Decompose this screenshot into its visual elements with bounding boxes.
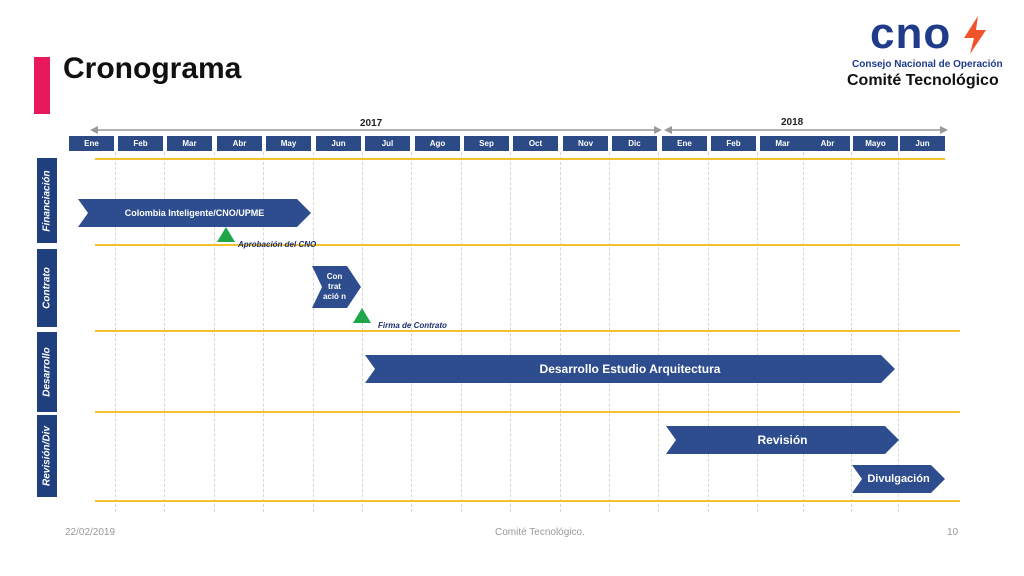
row-separator (95, 158, 945, 160)
year-label-2018: 2018 (781, 117, 804, 128)
month-header: Abr (805, 136, 850, 151)
month-header: May (266, 136, 311, 151)
grid-column-line (214, 152, 215, 512)
row-separator (95, 244, 960, 246)
footer-center: Comité Tecnológico. (495, 527, 585, 538)
grid-column-line (609, 152, 610, 512)
task-bar-revision[interactable]: Revisión (666, 426, 899, 454)
milestone-label-aprobacion: Aprobación del CNO (238, 240, 317, 249)
month-header: Jun (316, 136, 361, 151)
milestone-triangle-icon (217, 227, 235, 242)
logo-committee: Comité Tecnológico (847, 72, 999, 89)
month-header: Abr (217, 136, 262, 151)
month-header: Nov (563, 136, 608, 151)
grid-column-line (115, 152, 116, 512)
month-header: Ago (415, 136, 460, 151)
month-header: Dic (612, 136, 657, 151)
month-header: Ene (662, 136, 707, 151)
grid-column-line (757, 152, 758, 512)
milestone-triangle-icon (353, 308, 371, 323)
row-label-text: Desarrollo (41, 347, 53, 397)
month-header: Feb (711, 136, 756, 151)
task-label: Revisión (757, 433, 808, 447)
row-label-financiacion: Financiación (37, 158, 57, 243)
month-header: Mar (760, 136, 805, 151)
grid-column-line (708, 152, 709, 512)
grid-column-line (803, 152, 804, 512)
grid-column-line (164, 152, 165, 512)
task-bar-desarrollo-estudio[interactable]: Desarrollo Estudio Arquitectura (365, 355, 895, 383)
month-header: Jul (365, 136, 410, 151)
row-label-revision: Revisión/Div (37, 415, 57, 497)
month-header: Feb (118, 136, 163, 151)
row-label-text: Financiación (41, 169, 53, 232)
task-label: Colombia Inteligente/CNO/UPME (124, 208, 265, 218)
task-bar-divulgacion[interactable]: Divulgación (852, 465, 945, 493)
grid-column-line (658, 152, 659, 512)
grid-column-line (560, 152, 561, 512)
month-header: Sep (464, 136, 509, 151)
row-separator (95, 500, 960, 502)
row-separator (95, 330, 960, 332)
month-header: Oct (513, 136, 558, 151)
month-header: Ene (69, 136, 114, 151)
task-bar-colombia-inteligente[interactable]: Colombia Inteligente/CNO/UPME (78, 199, 311, 227)
grid-column-line (510, 152, 511, 512)
month-header: Mar (167, 136, 212, 151)
footer-date: 22/02/2019 (65, 527, 116, 538)
grid-column-line (898, 152, 899, 512)
grid-column-line (362, 152, 363, 512)
page-title: Cronograma (63, 52, 242, 85)
row-label-text: Revisión/Div (41, 425, 53, 487)
grid-column-line (313, 152, 314, 512)
task-label: Divulgación (867, 473, 930, 485)
row-label-contrato: Contrato (37, 249, 57, 327)
month-header: Mayo (853, 136, 898, 151)
task-label: Con trat ació n (322, 272, 347, 301)
task-bar-contratacion[interactable]: Con trat ació n (312, 266, 361, 308)
grid-column-line (461, 152, 462, 512)
grid-column-line (411, 152, 412, 512)
month-header: Jun (900, 136, 945, 151)
row-label-text: Contrato (41, 267, 53, 309)
year-label-2017: 2017 (360, 118, 383, 129)
lightning-bolt-icon (964, 16, 986, 54)
year-span-arrows (90, 126, 948, 134)
grid-column-line (263, 152, 264, 512)
row-separator (95, 411, 960, 413)
title-accent-bar (34, 57, 50, 114)
footer-page-number: 10 (947, 527, 959, 538)
grid-column-line (851, 152, 852, 512)
task-label: Desarrollo Estudio Arquitectura (539, 362, 721, 376)
logo-subtitle: Consejo Nacional de Operación (852, 59, 1003, 70)
milestone-label-firma: Firma de Contrato (378, 321, 447, 330)
row-label-desarrollo: Desarrollo (37, 332, 57, 412)
cno-logo: cno (870, 9, 952, 58)
